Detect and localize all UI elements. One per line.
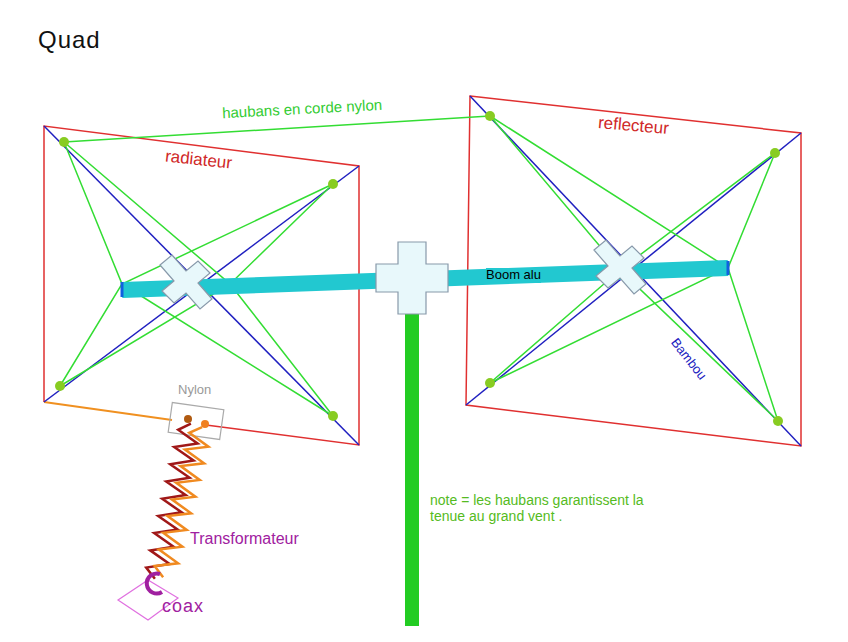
- coax-connector: [147, 573, 162, 593]
- reflector-loop: [466, 96, 801, 446]
- guy-label: haubans en corde nylon: [222, 96, 383, 122]
- guy-anchors: [55, 111, 783, 426]
- nylon-guys: [60, 116, 778, 421]
- note: note = les haubans garantissent la tenue…: [430, 492, 660, 524]
- part-label: Nylon: [178, 383, 211, 398]
- part-label: Bambou: [666, 334, 710, 385]
- nylon-insulator: [168, 403, 224, 440]
- transformer-line: [146, 424, 197, 579]
- part-label: Boom alu: [486, 268, 541, 283]
- feed-wire: [44, 402, 172, 420]
- title: Quad: [38, 26, 101, 54]
- part-label: coax: [162, 596, 204, 617]
- transformer-line: [155, 427, 209, 577]
- cross-clamp: [160, 240, 646, 314]
- part-label: Transformateur: [190, 530, 299, 548]
- part-label: radiateur: [164, 147, 233, 173]
- bamboo-spreader: [466, 133, 801, 405]
